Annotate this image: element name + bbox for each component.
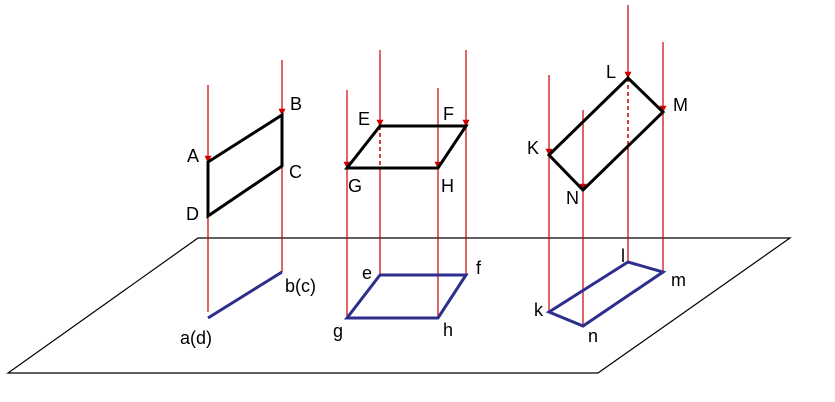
quad-klmn — [546, 75, 666, 193]
label-L: L — [606, 62, 616, 82]
label-k: k — [534, 300, 544, 320]
projection-ad-bc — [207, 270, 283, 320]
label-g: g — [333, 321, 343, 341]
label-A: A — [187, 146, 199, 166]
label-a-d: a(d) — [180, 328, 212, 348]
label-H: H — [441, 176, 454, 196]
label-n: n — [588, 326, 598, 346]
label-f: f — [476, 258, 482, 278]
label-G: G — [348, 176, 362, 196]
group-klmn: K L M N k l m n — [527, 5, 688, 346]
label-b-c: b(c) — [285, 276, 316, 296]
label-B: B — [290, 94, 302, 114]
label-K: K — [527, 138, 539, 158]
label-M: M — [673, 95, 688, 115]
label-C: C — [289, 162, 302, 182]
projection-efgh — [343, 273, 469, 320]
label-N: N — [566, 188, 579, 208]
projection-plane — [6, 237, 792, 374]
quad-abcd — [206, 112, 284, 219]
label-E: E — [358, 109, 370, 129]
label-m: m — [671, 270, 686, 290]
projection-klmn — [545, 260, 667, 328]
label-e: e — [362, 263, 372, 283]
label-D: D — [186, 204, 199, 224]
label-h: h — [443, 320, 453, 340]
group-efgh: E F G H e f g h — [333, 50, 482, 341]
label-F: F — [443, 104, 454, 124]
group-abcd: A B C D b(c) a(d) — [180, 60, 316, 348]
label-l: l — [621, 246, 625, 266]
quad-efgh — [343, 124, 469, 170]
